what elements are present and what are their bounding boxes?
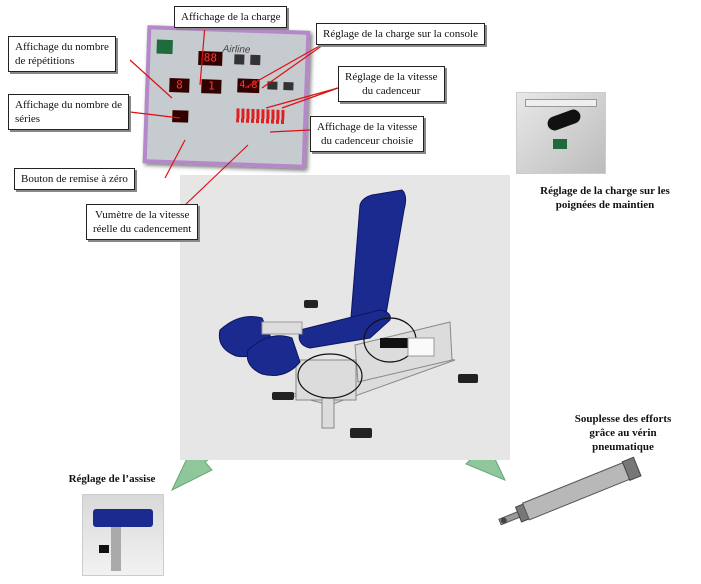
caption-seat: Réglage de l’assise [42,472,182,486]
machine-frame [288,321,456,429]
callout-text: Affichage de la charge [181,11,281,23]
callout-series-display: Affichage du nombre de séries [8,94,130,130]
caption-line1: Réglage de la charge sur les [540,185,670,197]
handle-grip [380,338,410,348]
callout-text-line2: de répétitions [15,55,75,67]
callout-text-line2: réelle du cadencement [93,223,192,235]
callout-text-line1: Affichage du nombre de [15,99,123,111]
callout-text-line1: Affichage du nombre [15,41,109,53]
callout-speed-chosen: Affichage de la vitesse du cadenceur cho… [310,116,425,152]
callout-console-load: Réglage de la charge sur la console [316,23,485,45]
seat-cushion [298,309,391,349]
callout-text-line1: Réglage de la vitesse [345,71,438,83]
seat-photo [82,494,164,576]
callout-charge-display: Affichage de la charge [174,6,288,28]
callout-vumeter: Vumètre de la vitesse réelle du cadencem… [86,204,199,240]
seat-photo-knob [99,545,109,553]
handle-bar-photo [525,99,597,107]
callout-text-line1: Vumètre de la vitesse [95,209,190,221]
photo-background [180,175,510,460]
highlight-circle-left [297,353,363,399]
handle-logo-photo [553,139,567,149]
caption-handles: Réglage de la charge sur les poignées de… [520,184,690,212]
handles-photo [516,92,606,174]
callout-reset-button: Bouton de remise à zéro [14,168,135,190]
callout-reps-display: Affichage du nombre de répétitions [8,36,116,72]
seat-photo-cushion [93,509,153,527]
leg-pads [218,316,303,376]
caption-line1: Souplesse des efforts [574,413,672,425]
machine-feet [272,300,478,438]
callout-text-line2: séries [15,113,41,125]
callout-text-line2: du cadenceur choisie [321,135,414,147]
caption-line2: poignées de maintien [555,199,655,211]
seat-photo-post [111,527,121,571]
callout-text: Bouton de remise à zéro [21,173,128,185]
callout-text: Réglage de la charge sur la console [323,28,478,40]
callout-speed-set: Réglage de la vitesse du cadenceur [338,66,445,102]
side-panel [407,337,435,357]
callout-text-line2: du cadenceur [362,85,421,97]
caption-line2: grâce au vérin [589,427,657,439]
caption-line3: pneumatique [592,441,654,453]
callout-text-line1: Affichage de la vitesse [317,121,418,133]
caption-line1: Réglage de l’assise [68,473,156,485]
caption-cylinder: Souplesse des efforts grâce au vérin pne… [548,412,698,454]
